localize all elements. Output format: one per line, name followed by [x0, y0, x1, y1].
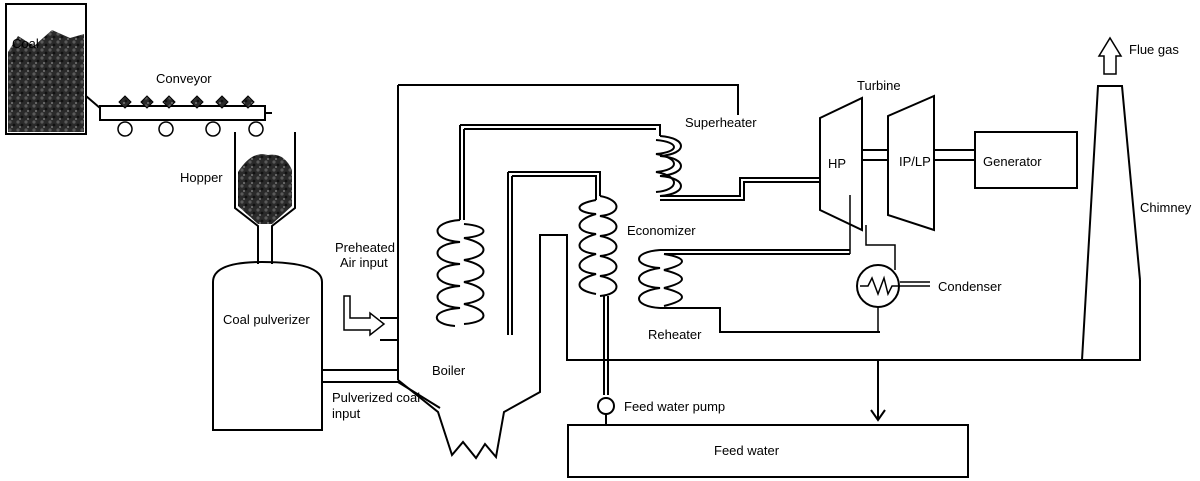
hopper-label: Hopper — [180, 170, 223, 185]
preheated-air-label-line2: Air input — [340, 255, 388, 270]
superheater-label: Superheater — [685, 115, 757, 130]
hp-label: HP — [828, 156, 846, 171]
pulverized-coal-pipe — [322, 369, 441, 409]
conveyor-coal-lumps — [118, 95, 255, 109]
reheat-coils-left — [435, 219, 485, 327]
boiler: Boiler — [397, 84, 1141, 460]
turbine-label: Turbine — [857, 78, 901, 93]
coal-label: Coal — [12, 36, 39, 51]
turbine: HP IP/LP Turbine — [819, 78, 975, 270]
feed-water-tank: Feed water — [567, 424, 969, 478]
conveyor-label: Conveyor — [156, 71, 212, 86]
boiler-label: Boiler — [432, 363, 466, 378]
condensate-arrow-icon — [870, 360, 886, 422]
conveyor: Conveyor — [85, 71, 272, 137]
pulverized-coal-label-line2: input — [332, 406, 361, 421]
superheater-tubes: Superheater — [459, 115, 820, 220]
coal-pulverizer: Coal pulverizer — [212, 242, 323, 431]
feed-water-pump: Feed water pump — [597, 397, 725, 425]
condenser-label: Condenser — [938, 279, 1002, 294]
iplp-label: IP/LP — [899, 154, 931, 169]
feed-water-pump-label: Feed water pump — [624, 399, 725, 414]
preheated-air-label-line1: Preheated — [335, 240, 395, 255]
feed-water-label: Feed water — [714, 443, 780, 458]
flue-gas-label: Flue gas — [1129, 42, 1179, 57]
condenser: Condenser — [856, 264, 1002, 332]
reheater-tubes: Reheater — [638, 249, 880, 342]
coal-pulverizer-label: Coal pulverizer — [223, 312, 310, 327]
chimney-label: Chimney — [1140, 200, 1192, 215]
economizer-label: Economizer — [627, 223, 696, 238]
chimney: Flue gas Chimney — [1081, 36, 1192, 361]
air-inlet-stubs — [380, 317, 398, 341]
generator: Generator — [974, 131, 1078, 189]
economizer-tubes: Economizer — [507, 171, 696, 395]
reheater-label: Reheater — [648, 327, 702, 342]
coal-bin: Coal — [5, 3, 87, 135]
generator-label: Generator — [983, 154, 1042, 169]
flue-gas-arrow-icon — [1097, 36, 1123, 75]
preheated-air-arrow-icon — [343, 295, 386, 337]
hopper: Hopper — [180, 132, 296, 242]
conveyor-rollers — [117, 121, 264, 137]
pulverized-coal-label-line1: Pulverized coal — [332, 390, 420, 405]
